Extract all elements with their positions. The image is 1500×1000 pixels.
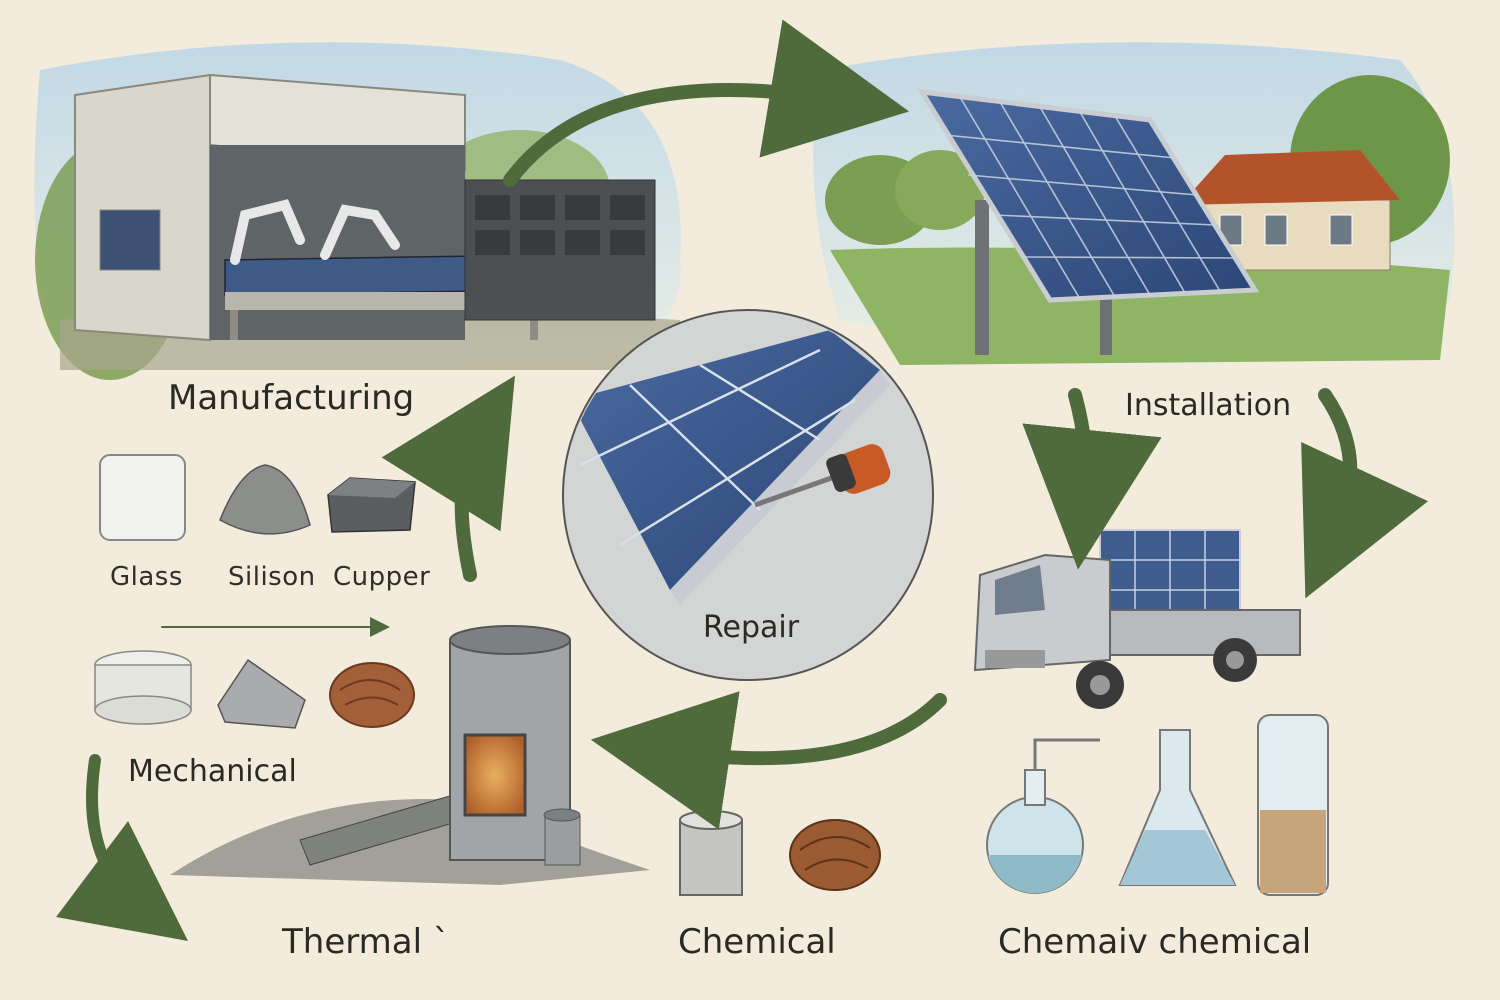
- cycle-arrows: [55, 19, 1429, 942]
- glass-label: Glass: [110, 562, 183, 592]
- repair-scene: [562, 309, 934, 681]
- thermal-label: Thermal `: [282, 922, 450, 962]
- truck-illustration: [973, 529, 1301, 709]
- mechanical-materials: [94, 650, 415, 729]
- raw-materials: [99, 454, 416, 541]
- installation-scene: [813, 42, 1455, 366]
- manufacturing-label: Manufacturing: [168, 378, 415, 418]
- repair-label: Repair: [703, 610, 800, 645]
- installation-label: Installation: [1125, 388, 1292, 423]
- mechanical-label: Mechanical: [128, 754, 297, 789]
- copper-label: Cupper: [333, 562, 431, 592]
- chemaiv-chemical-label: Chemaiv chemical: [998, 922, 1312, 962]
- chemical-label: Chemical: [678, 922, 836, 962]
- silicon-label: Silison: [228, 562, 316, 592]
- chemical-materials: [679, 810, 881, 896]
- thermal-furnace: [170, 625, 650, 885]
- manufacturing-scene: [34, 42, 681, 380]
- lab-flasks: [986, 714, 1329, 896]
